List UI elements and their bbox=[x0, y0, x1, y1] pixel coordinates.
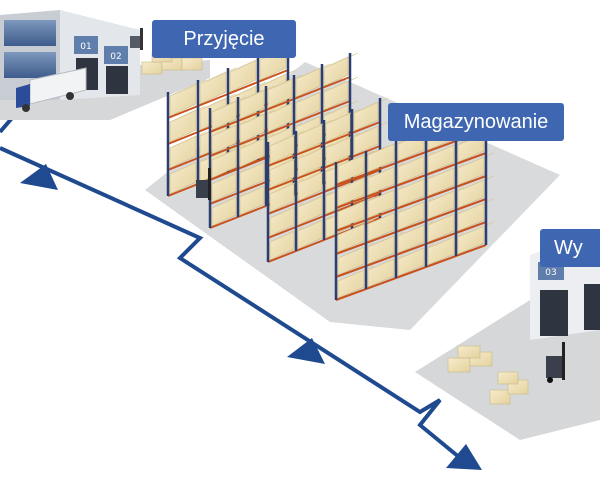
stage-label-storage: Magazynowanie bbox=[388, 103, 564, 141]
rack-beam bbox=[295, 215, 325, 228]
arrow-down-right-icon bbox=[287, 338, 325, 364]
rack-beam bbox=[293, 87, 323, 100]
rack-beam bbox=[295, 239, 325, 252]
rack-beam bbox=[351, 121, 381, 134]
rack-beam bbox=[209, 192, 239, 205]
rack-beam bbox=[167, 157, 199, 171]
rack-beam bbox=[321, 100, 351, 113]
rack-beam bbox=[335, 288, 367, 301]
rack-beam bbox=[425, 209, 457, 222]
rack-beam bbox=[237, 205, 267, 218]
rack-beam bbox=[237, 133, 267, 146]
forklift-icon bbox=[196, 168, 211, 200]
rack-beam bbox=[267, 178, 297, 191]
rack-beam bbox=[323, 156, 353, 169]
rack-beam bbox=[335, 242, 367, 255]
rack-beam bbox=[295, 167, 325, 180]
rack-beam bbox=[425, 140, 457, 153]
dock-sign-01 bbox=[74, 36, 98, 54]
dock-sign-02 bbox=[104, 46, 128, 64]
stage-label-shipping: Wy bbox=[540, 229, 600, 267]
rack-beam bbox=[455, 198, 487, 211]
rack-beam bbox=[267, 226, 297, 239]
rack-beam bbox=[227, 81, 259, 95]
rack-beam bbox=[167, 183, 199, 197]
rack-beam bbox=[365, 231, 397, 244]
rack-beam bbox=[209, 120, 239, 133]
rack-beam bbox=[335, 219, 367, 232]
forklift-icon bbox=[130, 28, 143, 50]
rack-beam bbox=[237, 157, 267, 170]
rack-beam bbox=[237, 109, 267, 122]
rack-beam bbox=[365, 277, 397, 290]
rack-system bbox=[166, 43, 495, 301]
rack-beam bbox=[425, 163, 457, 176]
rack-beam bbox=[197, 93, 229, 107]
rack-beam bbox=[265, 98, 295, 111]
rack-beam bbox=[321, 76, 351, 89]
rack-beam bbox=[295, 191, 325, 204]
rack-beam bbox=[425, 232, 457, 245]
rack-beam bbox=[237, 181, 267, 194]
rack-beam bbox=[455, 152, 487, 165]
rack-beam bbox=[293, 111, 323, 124]
rack-beam bbox=[209, 216, 239, 229]
rack-beam bbox=[365, 185, 397, 198]
rack-beam bbox=[365, 254, 397, 267]
rack-beam bbox=[209, 144, 239, 157]
dock-number-01: 01 bbox=[80, 42, 91, 52]
arrow-down-right-icon bbox=[446, 444, 482, 470]
rack-beam bbox=[455, 244, 487, 257]
rack-beam bbox=[455, 175, 487, 188]
forklift-icon bbox=[546, 342, 565, 383]
rack-beam bbox=[425, 255, 457, 268]
rack-beam bbox=[395, 220, 427, 233]
arrow-down-right-icon bbox=[20, 164, 58, 190]
rack-beam bbox=[265, 122, 295, 135]
rack-beam bbox=[395, 243, 427, 256]
rack-beam bbox=[323, 132, 353, 145]
rack-beam bbox=[335, 265, 367, 278]
rack-beam bbox=[209, 168, 239, 181]
rack-beam bbox=[167, 105, 199, 119]
stage-label-receiving: Przyjęcie bbox=[152, 20, 296, 58]
dock-number-03: 03 bbox=[545, 268, 556, 278]
rack-beam bbox=[257, 69, 289, 83]
rack-beam bbox=[335, 173, 367, 186]
rack-beam bbox=[323, 180, 353, 193]
rack-beam bbox=[365, 208, 397, 221]
rack-beam bbox=[267, 202, 297, 215]
rack-beam bbox=[455, 221, 487, 234]
rack-beam bbox=[395, 197, 427, 210]
rack-beam bbox=[395, 266, 427, 279]
pallet-group bbox=[447, 345, 529, 405]
rack-beam bbox=[167, 131, 199, 145]
rack-beam bbox=[335, 196, 367, 209]
rack-row bbox=[334, 106, 495, 301]
receiving-area: 01 02 bbox=[0, 10, 210, 120]
rack-beam bbox=[295, 143, 325, 156]
rack-beam bbox=[425, 186, 457, 199]
rack-beam bbox=[365, 162, 397, 175]
rack-beam bbox=[395, 151, 427, 164]
rack-beam bbox=[395, 174, 427, 187]
rack-beam bbox=[267, 154, 297, 167]
truck-icon bbox=[16, 67, 87, 112]
dock-number-02: 02 bbox=[110, 52, 121, 62]
rack-beam bbox=[267, 250, 297, 263]
rack-beam bbox=[323, 204, 353, 217]
